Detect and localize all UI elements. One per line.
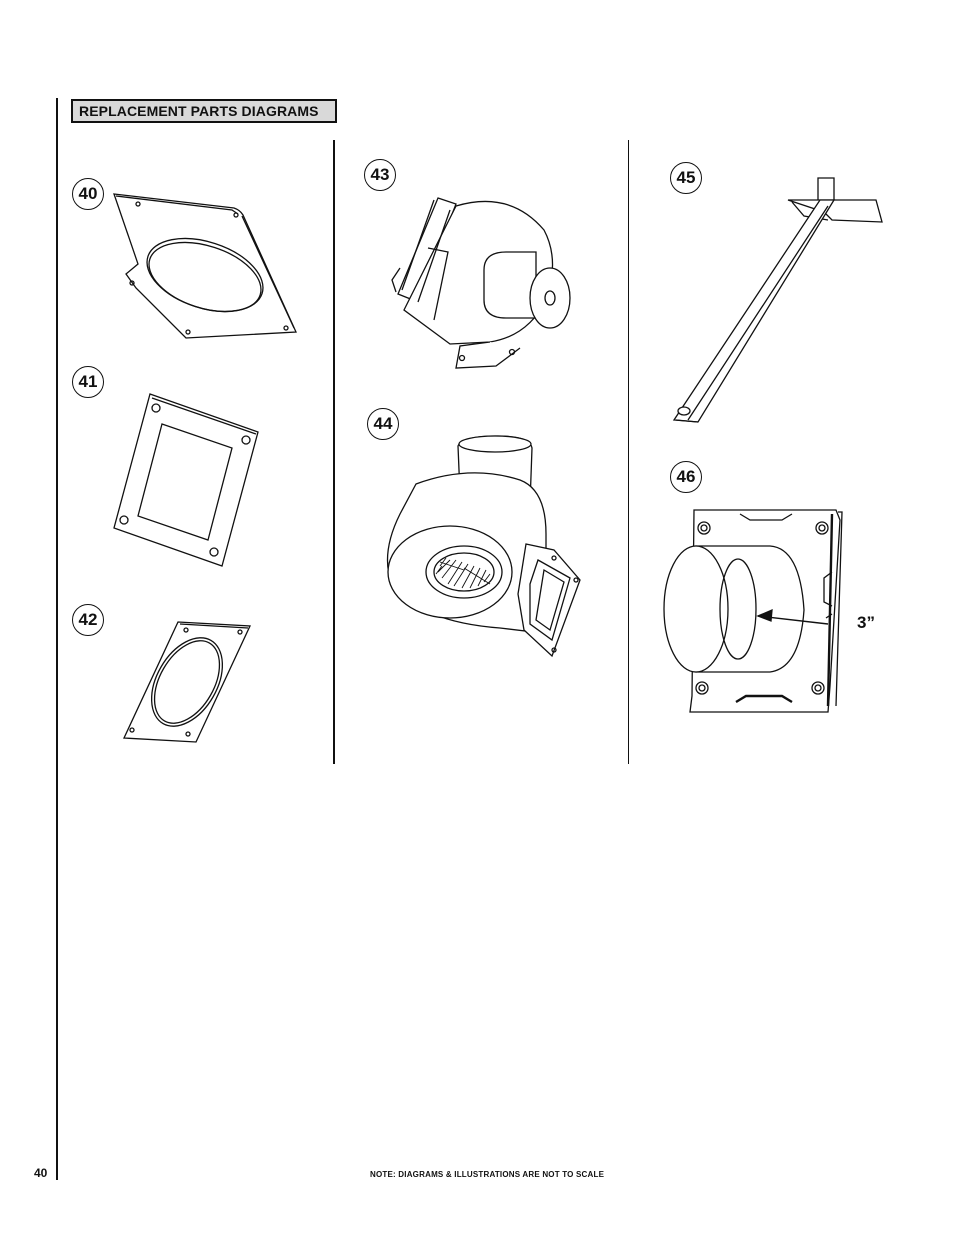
blower-motor-icon bbox=[390, 190, 586, 372]
section-header: REPLACEMENT PARTS DIAGRAMS bbox=[71, 99, 337, 123]
round-gasket-icon bbox=[120, 618, 254, 744]
column-divider-2 bbox=[628, 140, 629, 764]
flat-plate-with-oval-opening-icon bbox=[108, 188, 300, 340]
part-number-41: 41 bbox=[72, 366, 104, 398]
pipe-adapter-plate-icon bbox=[660, 506, 850, 716]
part-number-42: 42 bbox=[72, 604, 104, 636]
part-number-45: 45 bbox=[670, 162, 702, 194]
part-number-44: 44 bbox=[367, 408, 399, 440]
combustion-blower-icon bbox=[380, 434, 586, 658]
part-number-46: 46 bbox=[670, 461, 702, 493]
left-margin-rule bbox=[56, 98, 58, 1180]
column-divider-1 bbox=[333, 140, 335, 764]
square-gasket-icon bbox=[110, 390, 262, 568]
dimension-label: 3” bbox=[857, 613, 875, 632]
part-number-40: 40 bbox=[72, 178, 104, 210]
rod-bracket-icon bbox=[668, 176, 886, 428]
footer-note: NOTE: DIAGRAMS & ILLUSTRATIONS ARE NOT T… bbox=[370, 1170, 605, 1179]
part-number-43: 43 bbox=[364, 159, 396, 191]
page-number: 40 bbox=[34, 1166, 48, 1180]
